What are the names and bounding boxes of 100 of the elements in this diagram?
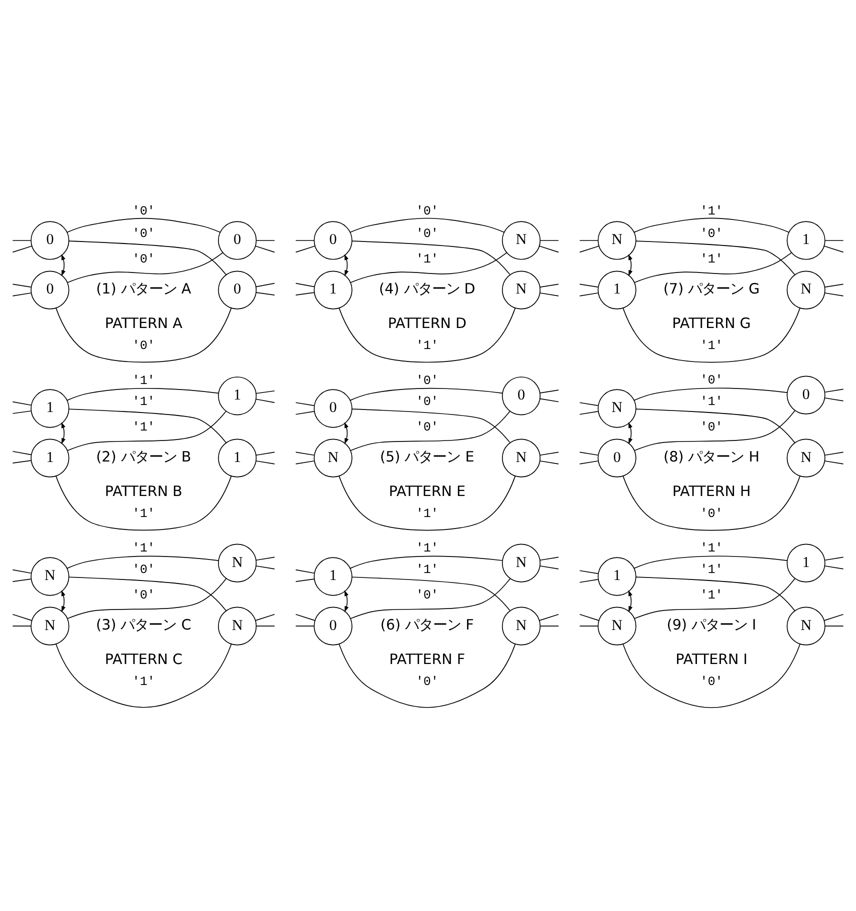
edge-label: '1' [700,540,723,555]
connector [256,282,275,287]
edge-label: '0' [132,204,155,218]
edge-label: '0' [132,252,155,266]
connector [824,245,844,252]
label: (7) パターン G [663,280,760,297]
connector [579,245,600,252]
connector [634,410,796,450]
connector [622,643,800,708]
edge-label: '1' [132,674,155,688]
edge-label: '1' [416,338,439,352]
edge-label: '0' [416,374,439,388]
edge-label: '0' [132,588,155,602]
connector [338,475,516,530]
connector [56,475,232,530]
connector [539,613,559,620]
edge-label: '0' [700,674,723,688]
connector [540,565,559,569]
connector [295,568,315,574]
edge-label: '0' [700,226,723,241]
arrow [628,590,633,612]
node-circle: 0 [786,375,826,414]
node-circle: N [218,543,257,582]
connector [56,307,232,362]
label: (5) パターン E [380,449,474,465]
node-circle: N [502,543,541,582]
connector [12,450,32,455]
edge-label: '1' [416,252,439,266]
label: (1) パターン A [96,280,192,297]
connector [295,625,314,626]
connector [12,283,32,288]
connector [622,475,800,530]
connector [579,578,598,582]
node-circle: 0 [218,270,257,309]
edge-label: '0' [416,204,439,218]
edge-label: '1' [132,394,155,409]
connector [540,625,559,626]
connector [295,410,314,414]
connector [352,240,510,274]
edge-label: '0' [416,420,439,434]
connector [56,643,232,708]
edge-label: '0' [132,226,155,241]
connector [67,252,223,282]
connector [824,613,844,620]
label: (9) パターン I [666,617,756,634]
arrow [344,254,349,276]
node-circle: N [218,606,257,645]
label: PATTERN G [672,315,751,332]
connector [256,625,275,626]
edge-label: '1' [132,420,155,434]
edge-label: '1' [700,338,723,352]
connector [540,283,559,288]
edge-label: '1' [700,394,723,409]
connector [12,625,32,626]
edge-label: '1' [416,562,439,577]
connector [824,556,844,560]
connector [540,460,559,464]
connector [12,292,32,296]
arrow [61,254,66,276]
connector [579,613,600,620]
edge-label: '0' [700,372,723,387]
connector [12,578,32,582]
connector [68,576,226,610]
connector [256,292,275,295]
label: PATTERN B [104,483,182,500]
connector [824,625,844,626]
connector [636,240,796,274]
edge-label: '0' [700,506,723,520]
connector [540,556,559,560]
connector [295,282,315,287]
connector [636,408,796,442]
connector [636,576,796,610]
node-circle: N [502,606,541,645]
connector [579,283,598,288]
connector [295,292,314,295]
connector [12,460,32,463]
connector [256,398,275,402]
edge-label: '1' [132,506,155,520]
connector [295,402,314,406]
connector [539,245,559,252]
connector [579,451,598,456]
connector [579,570,598,574]
label: PATTERN D [388,315,466,332]
connector [350,252,507,282]
connector [540,292,559,296]
connector [824,388,844,392]
connector [350,555,503,568]
arrow [344,590,349,612]
connector [824,565,844,569]
node-circle: N [786,270,826,309]
connector [66,555,219,568]
connector [12,245,32,252]
edge-label: '0' [416,226,439,241]
connector [350,217,504,232]
edge-label: '0' [132,338,155,352]
connector [256,390,275,394]
connector [634,252,792,282]
node-circle: N [502,438,541,477]
edge-label: '1' [700,562,723,577]
connector [255,245,275,252]
